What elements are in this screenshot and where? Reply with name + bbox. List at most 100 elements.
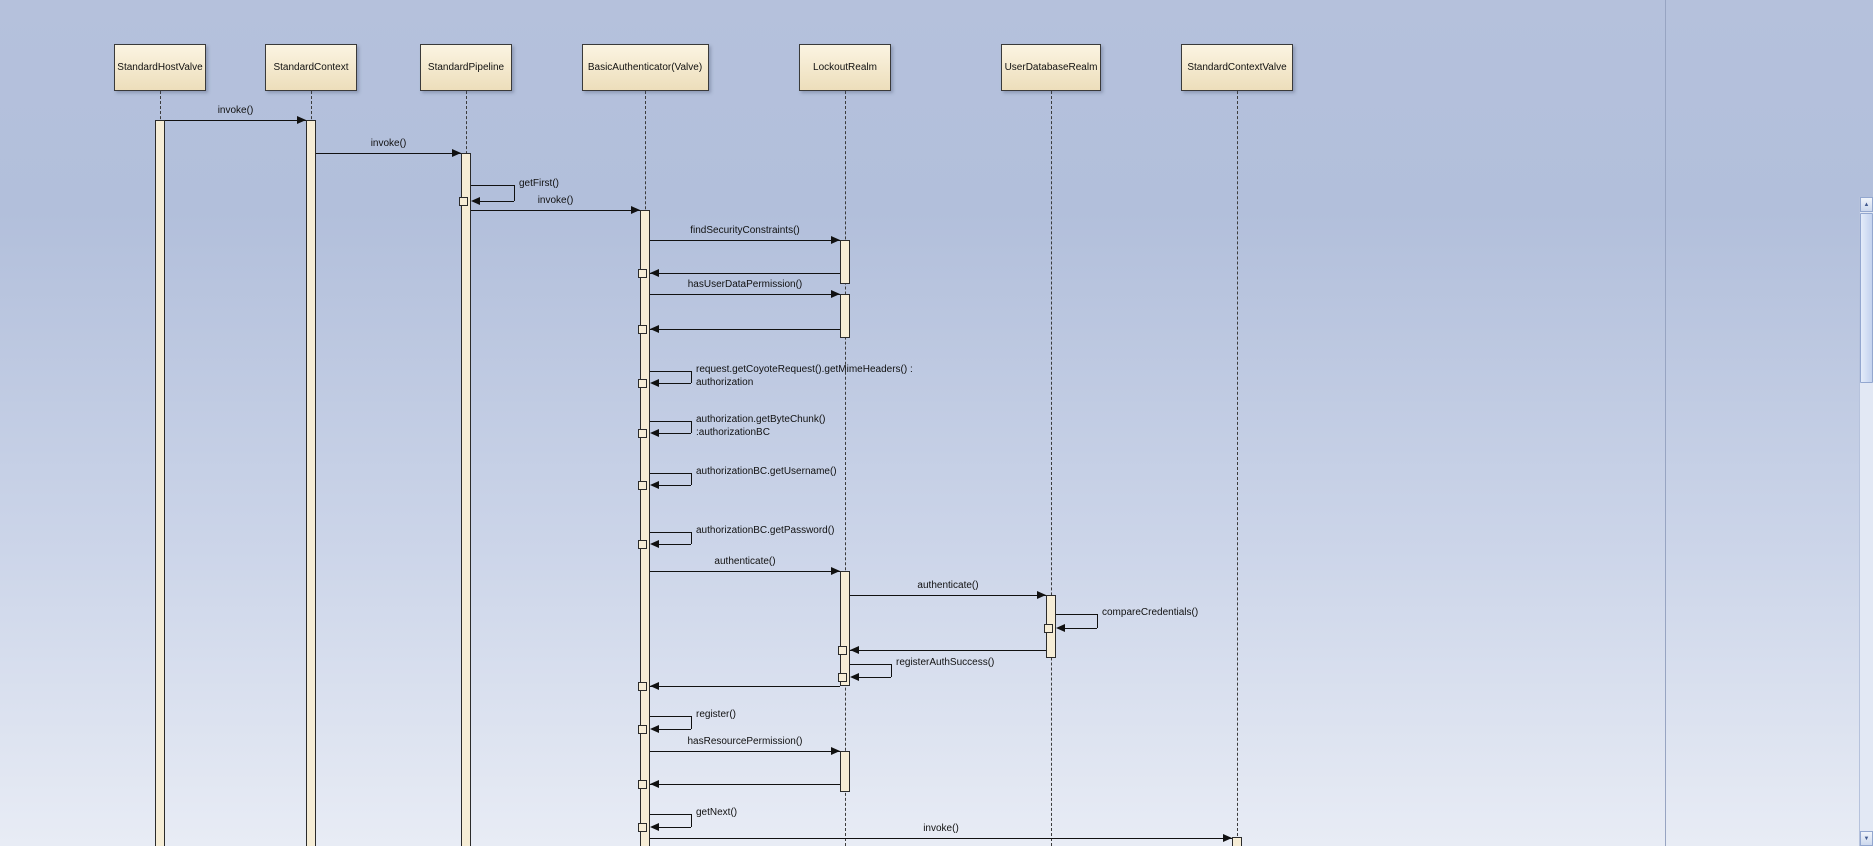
message-line[interactable] bbox=[165, 120, 306, 121]
message-label[interactable]: compareCredentials() bbox=[1102, 607, 1199, 618]
lifeline-head-LockoutRealm[interactable]: LockoutRealm bbox=[799, 44, 891, 91]
self-message-line[interactable] bbox=[650, 532, 691, 533]
message-label[interactable]: authorizationBC.getPassword() bbox=[696, 525, 835, 536]
scroll-up-button[interactable]: ▲ bbox=[1860, 197, 1873, 212]
message-line[interactable] bbox=[471, 210, 640, 211]
message-label[interactable]: hasResourcePermission() bbox=[687, 736, 803, 747]
arrowhead-icon bbox=[1037, 591, 1046, 599]
nested-activation-marker bbox=[458, 196, 468, 206]
message-label[interactable]: registerAuthSuccess() bbox=[896, 657, 995, 668]
message-line[interactable] bbox=[850, 650, 1046, 651]
arrowhead-icon bbox=[850, 673, 859, 681]
message-label[interactable]: register() bbox=[696, 709, 737, 720]
self-message-line[interactable] bbox=[650, 814, 691, 815]
lifeline-line-StandardContextValve[interactable] bbox=[1237, 91, 1238, 846]
nested-activation-marker bbox=[637, 378, 647, 388]
message-line[interactable] bbox=[650, 273, 840, 274]
message-label[interactable]: authenticate() bbox=[714, 556, 776, 567]
lifeline-head-StandardHostValve[interactable]: StandardHostValve bbox=[114, 44, 206, 91]
self-message-line[interactable] bbox=[650, 371, 691, 372]
self-message-line bbox=[691, 421, 692, 433]
nested-activation-marker bbox=[837, 672, 847, 682]
message-label[interactable]: authorization bbox=[696, 377, 754, 388]
arrowhead-icon bbox=[1056, 624, 1065, 632]
arrowhead-icon bbox=[650, 780, 659, 788]
message-line[interactable] bbox=[650, 571, 840, 572]
self-message-line[interactable] bbox=[471, 185, 514, 186]
self-message-line bbox=[658, 827, 691, 828]
self-message-line[interactable] bbox=[650, 473, 691, 474]
message-label[interactable]: authorization.getByteChunk() bbox=[696, 414, 826, 425]
arrowhead-icon bbox=[850, 646, 859, 654]
arrowhead-icon bbox=[650, 269, 659, 277]
lifeline-head-StandardContext[interactable]: StandardContext bbox=[265, 44, 357, 91]
scroll-down-button[interactable]: ▼ bbox=[1860, 831, 1873, 846]
lifeline-head-StandardContextValve[interactable]: StandardContextValve bbox=[1181, 44, 1293, 91]
message-line[interactable] bbox=[650, 294, 840, 295]
self-message-line bbox=[691, 814, 692, 827]
self-message-line bbox=[1097, 614, 1098, 628]
message-label[interactable]: invoke() bbox=[923, 823, 959, 834]
lifeline-head-BasicAuthenticator(Valve)[interactable]: BasicAuthenticator(Valve) bbox=[581, 44, 709, 91]
message-line[interactable] bbox=[650, 838, 1232, 839]
return-marker bbox=[637, 268, 647, 278]
activation-bar[interactable] bbox=[461, 153, 471, 846]
message-line[interactable] bbox=[650, 329, 840, 330]
page-boundary-line bbox=[1665, 0, 1666, 846]
self-message-line[interactable] bbox=[850, 664, 891, 665]
nested-activation-marker bbox=[637, 724, 647, 734]
message-label[interactable]: :authorizationBC bbox=[696, 427, 770, 438]
message-line[interactable] bbox=[316, 153, 461, 154]
message-line[interactable] bbox=[850, 595, 1046, 596]
arrowhead-icon bbox=[650, 823, 659, 831]
self-message-line bbox=[479, 201, 514, 202]
message-label[interactable]: authenticate() bbox=[917, 580, 979, 591]
vertical-scrollbar[interactable]: ▲ ▼ bbox=[1859, 197, 1873, 846]
message-line[interactable] bbox=[650, 686, 840, 687]
self-message-line bbox=[658, 729, 691, 730]
self-message-line[interactable] bbox=[650, 421, 691, 422]
activation-bar[interactable] bbox=[840, 571, 850, 686]
self-message-line bbox=[1064, 628, 1097, 629]
message-line[interactable] bbox=[650, 751, 840, 752]
arrowhead-icon bbox=[631, 206, 640, 214]
scrollbar-thumb[interactable] bbox=[1860, 213, 1873, 383]
self-message-line[interactable] bbox=[650, 716, 691, 717]
message-label[interactable]: invoke() bbox=[537, 195, 574, 206]
nested-activation-marker bbox=[1043, 623, 1053, 633]
message-label[interactable]: request.getCoyoteRequest().getMimeHeader… bbox=[696, 364, 913, 375]
lifeline-line-LockoutRealm[interactable] bbox=[845, 91, 846, 846]
message-line[interactable] bbox=[650, 240, 840, 241]
return-marker bbox=[637, 324, 647, 334]
lifeline-head-UserDatabaseRealm[interactable]: UserDatabaseRealm bbox=[1001, 44, 1101, 91]
self-message-line bbox=[658, 485, 691, 486]
arrowhead-icon bbox=[297, 116, 306, 124]
activation-bar[interactable] bbox=[840, 294, 850, 338]
activation-bar[interactable] bbox=[840, 751, 850, 792]
self-message-line[interactable] bbox=[1056, 614, 1097, 615]
message-label[interactable]: getNext() bbox=[696, 807, 738, 818]
activation-bar[interactable] bbox=[1232, 837, 1242, 846]
scroll-down-icon: ▼ bbox=[1863, 835, 1870, 842]
message-label[interactable]: invoke() bbox=[370, 138, 407, 149]
nested-activation-marker bbox=[637, 822, 647, 832]
self-message-line bbox=[658, 383, 691, 384]
self-message-line bbox=[691, 473, 692, 485]
activation-bar[interactable] bbox=[640, 210, 650, 846]
message-label[interactable]: invoke() bbox=[217, 105, 254, 116]
arrowhead-icon bbox=[650, 540, 659, 548]
message-label[interactable]: getFirst() bbox=[519, 178, 559, 189]
activation-bar[interactable] bbox=[840, 240, 850, 284]
lifeline-line-UserDatabaseRealm[interactable] bbox=[1051, 91, 1052, 846]
self-message-line bbox=[691, 716, 692, 729]
message-label[interactable]: findSecurityConstraints() bbox=[690, 225, 800, 236]
message-label[interactable]: hasUserDataPermission() bbox=[687, 279, 803, 290]
return-marker bbox=[837, 645, 847, 655]
lifeline-head-StandardPipeline[interactable]: StandardPipeline bbox=[420, 44, 512, 91]
message-line[interactable] bbox=[650, 784, 840, 785]
message-label[interactable]: authorizationBC.getUsername() bbox=[696, 466, 837, 477]
self-message-line bbox=[514, 185, 515, 201]
activation-bar[interactable] bbox=[155, 120, 165, 846]
activation-bar[interactable] bbox=[306, 120, 316, 846]
